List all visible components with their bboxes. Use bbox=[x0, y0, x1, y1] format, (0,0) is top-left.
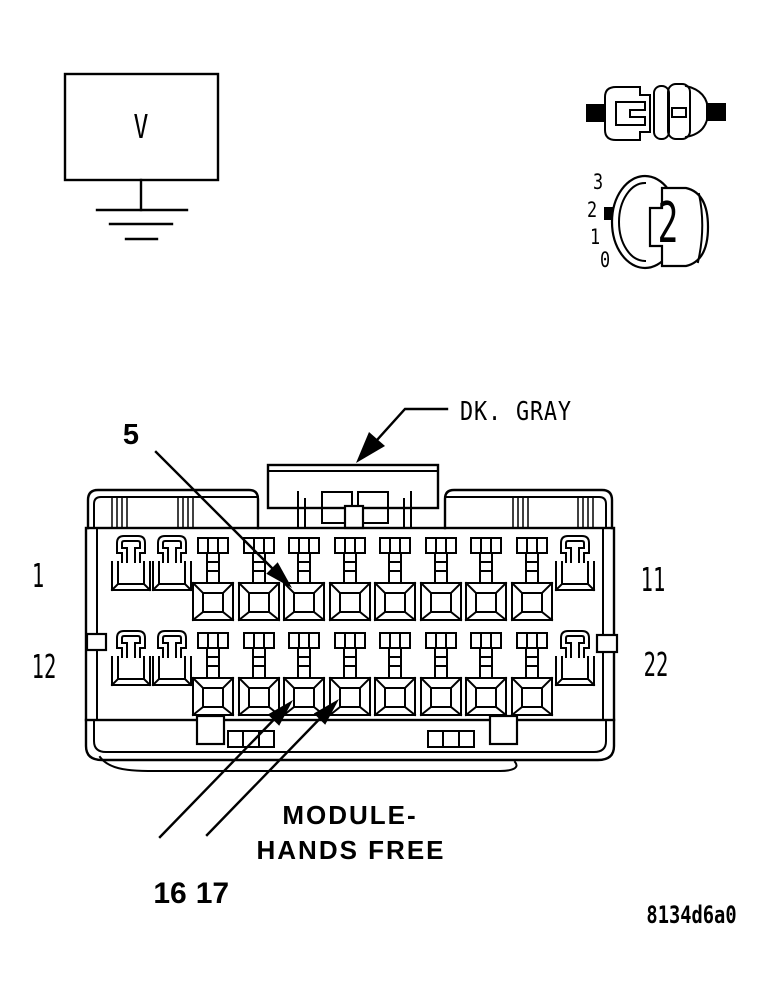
terminal-cavities bbox=[111, 535, 595, 716]
wire-color-arrow bbox=[356, 407, 449, 463]
figure-code-label: 8134d6a0 bbox=[646, 901, 737, 929]
voltmeter-symbol bbox=[63, 72, 220, 212]
keyway-cavity bbox=[111, 535, 151, 591]
pin-5-arrow bbox=[154, 450, 292, 588]
pin-12-label: 12 bbox=[31, 647, 57, 686]
side-lock-left bbox=[85, 632, 108, 652]
connector-bottom bbox=[84, 714, 616, 772]
module-name-line2: HANDS FREE bbox=[256, 835, 446, 865]
terminal-cavity bbox=[192, 537, 234, 621]
keyway-cavity bbox=[111, 630, 151, 686]
scale-dial-value: 2 bbox=[657, 191, 679, 256]
terminal-cavity bbox=[511, 537, 553, 621]
keyway-cavity bbox=[555, 535, 595, 591]
pin-5-callout: 5 bbox=[122, 419, 140, 451]
connector-housing bbox=[84, 463, 619, 772]
pin-1-label: 1 bbox=[31, 556, 45, 595]
connector-top-band-right bbox=[443, 488, 614, 530]
terminal-cavity bbox=[511, 632, 553, 716]
terminal-cavity bbox=[465, 537, 507, 621]
keyway-cavity bbox=[152, 630, 192, 686]
wire-color-label: DK. GRAY bbox=[460, 397, 572, 427]
pin-11-label: 11 bbox=[640, 560, 666, 599]
scale-tick-0: 0 bbox=[599, 248, 611, 272]
side-lock-right bbox=[595, 633, 619, 654]
keyway-cavity bbox=[152, 535, 192, 591]
terminal-cavity bbox=[238, 632, 280, 716]
pin-16-arrow bbox=[158, 700, 293, 839]
scale-tick-2: 2 bbox=[586, 198, 598, 222]
connector-top-band-left bbox=[86, 488, 260, 530]
terminal-cavity bbox=[238, 537, 280, 621]
terminal-cavity bbox=[420, 537, 462, 621]
terminal-cavity bbox=[329, 537, 371, 621]
terminal-cavity bbox=[465, 632, 507, 716]
ground-icon bbox=[95, 208, 189, 241]
keyway-cavity bbox=[555, 630, 595, 686]
terminal-cavity bbox=[374, 537, 416, 621]
pin-17-arrow bbox=[205, 699, 339, 837]
connector-shell bbox=[84, 526, 619, 722]
meter-scale-icon bbox=[604, 174, 710, 270]
terminal-cavity-pin5 bbox=[283, 537, 325, 621]
voltmeter-label: V bbox=[133, 107, 149, 146]
terminal-cavity bbox=[192, 632, 234, 716]
terminal-cavity bbox=[420, 632, 462, 716]
connector-latch bbox=[266, 463, 440, 530]
terminal-pair-icon bbox=[586, 83, 726, 141]
pin-22-label: 22 bbox=[643, 645, 669, 684]
pin-16-callout: 16 bbox=[153, 877, 187, 910]
scale-tick-1: 1 bbox=[589, 225, 601, 249]
terminal-cavity bbox=[374, 632, 416, 716]
module-name-line1: MODULE- bbox=[282, 800, 418, 830]
pin-17-callout: 17 bbox=[195, 877, 230, 910]
scale-tick-3: 3 bbox=[592, 170, 604, 194]
